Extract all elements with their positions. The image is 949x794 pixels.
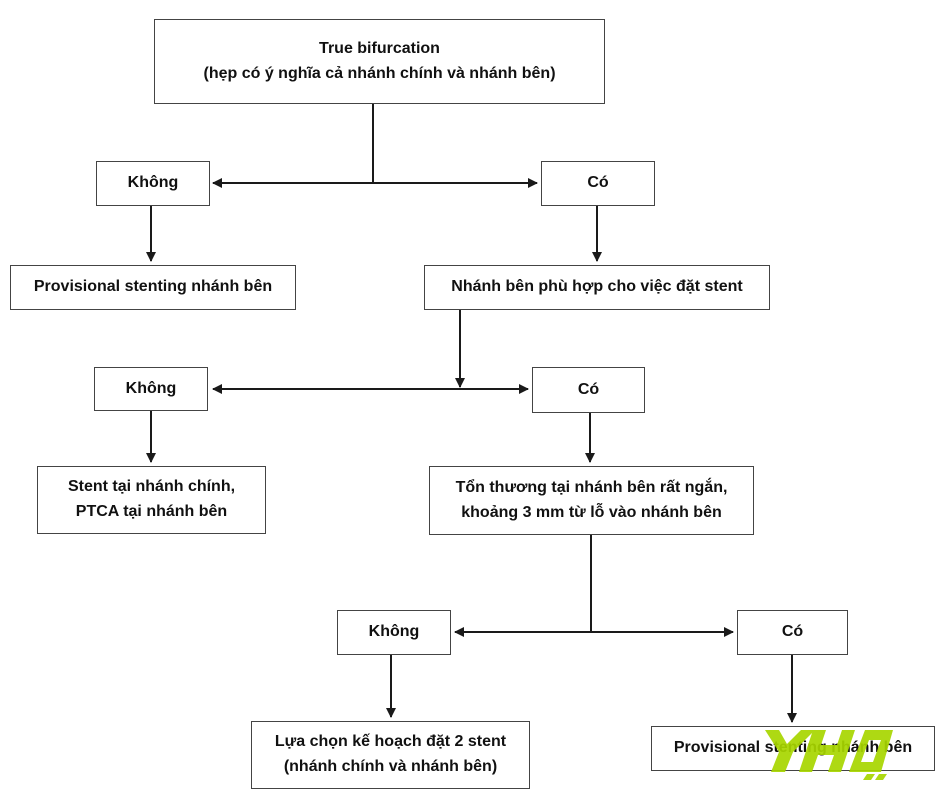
decision-yes-3-label: Có <box>781 623 804 641</box>
question-short-lesion: Tổn thương tại nhánh bên rất ngắn, khoản… <box>429 466 754 535</box>
decision-no-3: Không <box>337 610 451 655</box>
decision-no-2-label: Không <box>125 379 177 397</box>
outcome-two-stent-line2: (nhánh chính và nhánh bên) <box>283 758 498 775</box>
decision-no-2: Không <box>94 367 208 411</box>
decision-yes-2-label: Có <box>577 380 600 398</box>
decision-yes-2: Có <box>532 367 645 413</box>
root-node: True bifurcation (hẹp có ý nghĩa cả nhán… <box>154 19 605 104</box>
question-short-lesion-line1: Tổn thương tại nhánh bên rất ngắn, <box>455 478 728 496</box>
question-side-branch-suitable: Nhánh bên phù hợp cho việc đặt stent <box>424 265 770 310</box>
outcome-provisional-1: Provisional stenting nhánh bên <box>10 265 296 310</box>
decision-no-1-label: Không <box>127 174 179 192</box>
decision-yes-1-label: Có <box>587 174 609 192</box>
decision-no-3-label: Không <box>368 623 420 641</box>
root-subtitle: (hẹp có ý nghĩa cả nhánh chính và nhánh … <box>203 64 556 82</box>
outcome-stent-main-ptca-side: Stent tại nhánh chính, PTCA tại nhánh bê… <box>37 466 266 534</box>
question-short-lesion-line2: khoảng 3 mm từ lỗ vào nhánh bên <box>461 503 722 521</box>
outcome-stent-main-line2: PTCA tại nhánh bên <box>75 503 228 520</box>
question-side-branch-suitable-text: Nhánh bên phù hợp cho việc đặt stent <box>451 278 743 296</box>
outcome-two-stent-plan: Lựa chọn kế hoạch đặt 2 stent (nhánh chí… <box>251 721 530 789</box>
outcome-stent-main-line1: Stent tại nhánh chính, <box>67 478 236 496</box>
outcome-provisional-1-text: Provisional stenting nhánh bên <box>33 278 273 296</box>
outcome-two-stent-line1: Lựa chọn kế hoạch đặt 2 stent <box>274 733 507 751</box>
decision-yes-1: Có <box>541 161 655 206</box>
decision-no-1: Không <box>96 161 210 206</box>
decision-yes-3: Có <box>737 610 848 655</box>
root-title: True bifurcation <box>319 39 440 57</box>
yho-watermark-logo <box>765 730 893 780</box>
